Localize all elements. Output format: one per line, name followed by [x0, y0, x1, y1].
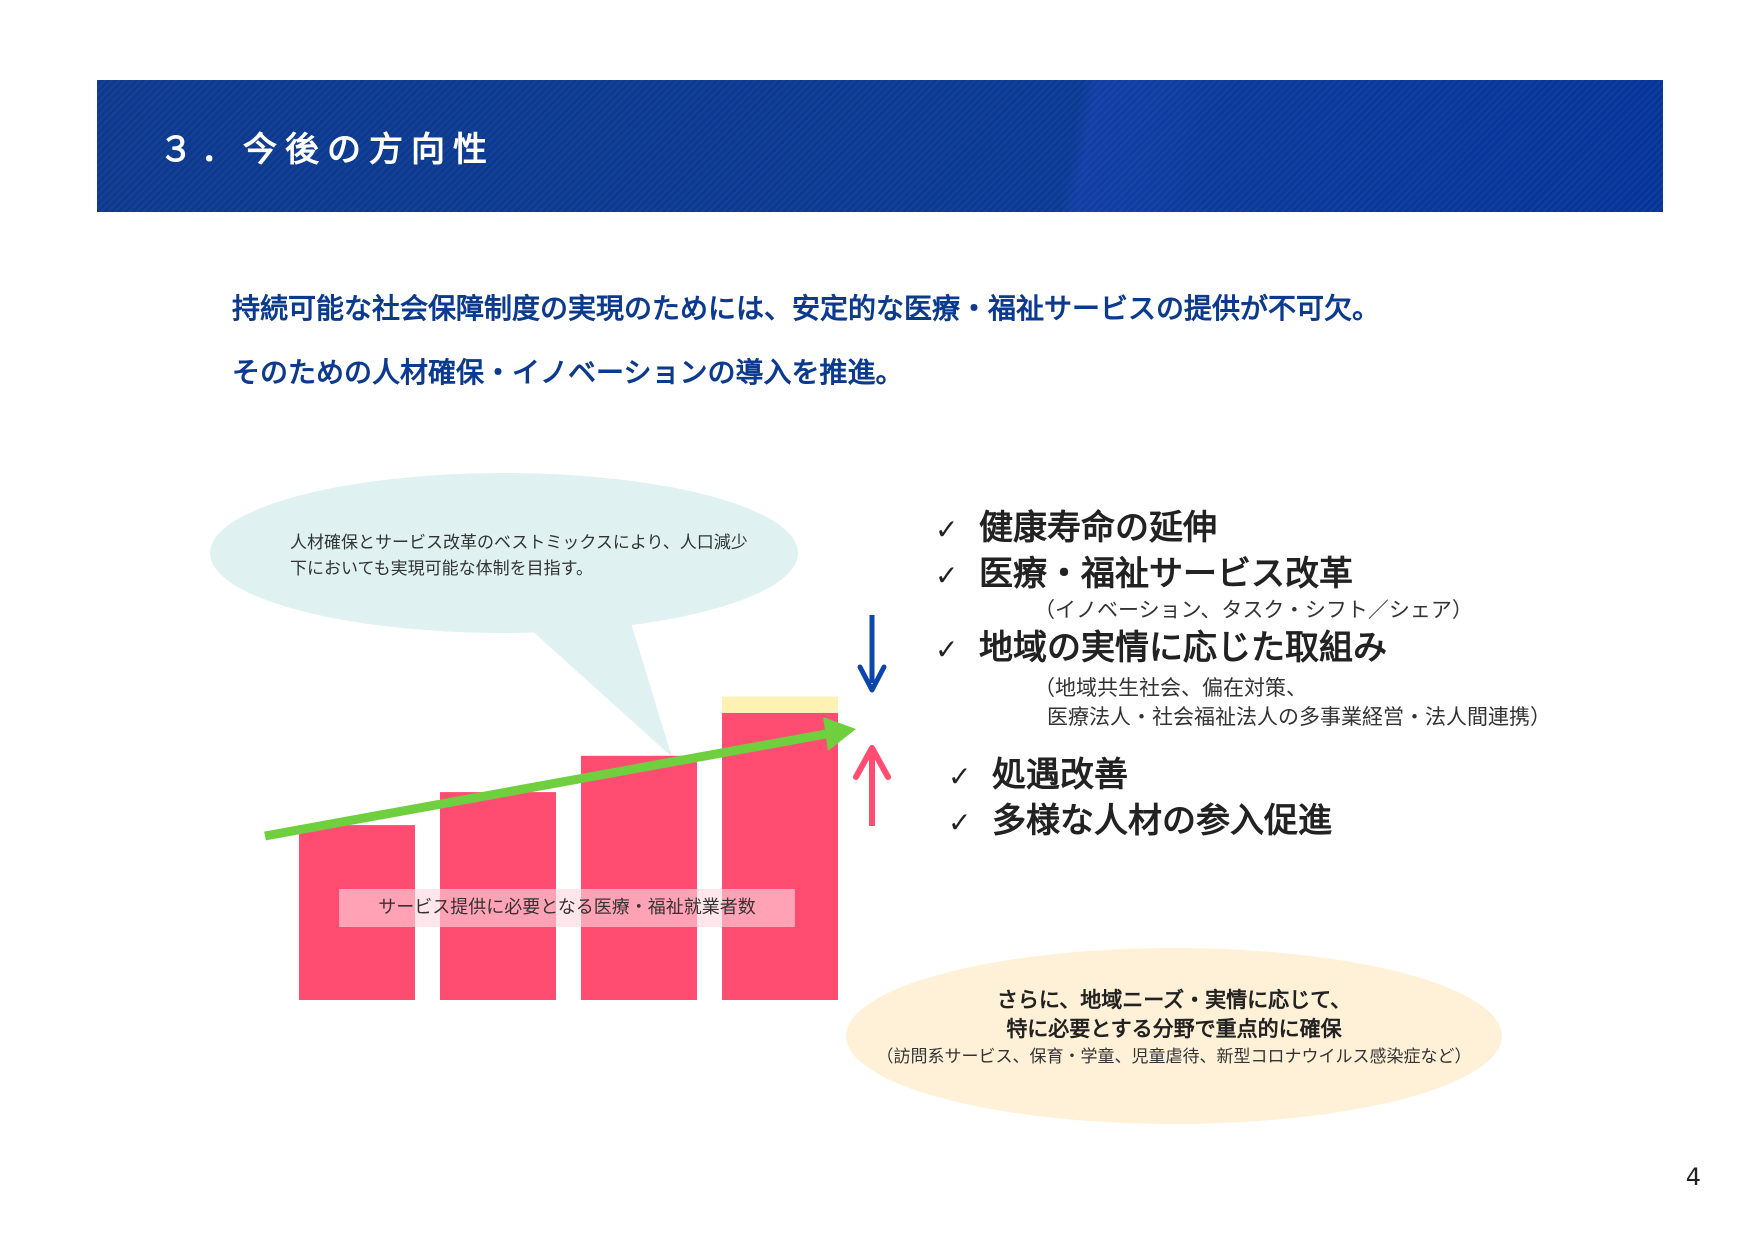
supply-side-measures: ✓ 処遇改善 ✓ 多様な人材の参入促進	[948, 753, 1332, 845]
measure-label: 地域の実情に応じた取組み	[979, 628, 1387, 668]
check-icon: ✓	[935, 559, 959, 592]
measure-item: ✓ 健康寿命の延伸	[935, 506, 1551, 552]
workforce-bar-gap-4	[722, 696, 838, 713]
page-number: 4	[1685, 1163, 1701, 1191]
section-header: ３．今後の方向性	[97, 80, 1663, 212]
measure-note: （イノベーション、タスク・シフト／シェア）	[1034, 598, 1473, 622]
check-icon: ✓	[948, 760, 972, 793]
priority-line-1: さらに、地域ニーズ・実情に応じて、	[996, 988, 1352, 1012]
measure-label: 健康寿命の延伸	[979, 508, 1217, 548]
section-title: ３．今後の方向性	[159, 130, 495, 170]
check-icon: ✓	[935, 513, 959, 546]
measure-item: ✓ 処遇改善	[948, 753, 1332, 799]
measure-item: ✓ 多様な人材の参入促進	[948, 799, 1332, 845]
priority-bubble-text: さらに、地域ニーズ・実情に応じて、 特に必要とする分野で重点的に確保 （訪問系サ…	[846, 986, 1502, 1070]
bar-chart-label: サービス提供に必要となる医療・福祉就業者数	[339, 889, 795, 927]
workforce-bar-3	[581, 755, 697, 1000]
measure-label: 処遇改善	[992, 755, 1128, 795]
demand-side-measures: ✓ 健康寿命の延伸 ✓ 医療・福祉サービス改革 （イノベーション、タスク・シフト／シ…	[935, 506, 1551, 732]
measure-label: 医療・福祉サービス改革	[979, 554, 1353, 594]
priority-note: （訪問系サービス、保育・学童、児童虐待、新型コロナウイルス感染症など）	[876, 1047, 1472, 1067]
priority-line-2: 特に必要とする分野で重点的に確保	[1006, 1017, 1342, 1041]
callout-text: 人材確保とサービス改革のベストミックスにより、人口減少下においても実現可能な体制…	[290, 533, 748, 579]
up-arrow-icon	[853, 745, 891, 826]
lead-statement-1: 持続可能な社会保障制度の実現のためには、安定的な医療・福祉サービスの提供が不可欠…	[232, 292, 1381, 325]
trend-arrow-icon	[264, 717, 856, 841]
down-arrow-icon	[857, 615, 887, 693]
measure-label: 多様な人材の参入促進	[992, 801, 1332, 841]
workforce-bar-4	[722, 712, 838, 1000]
check-icon: ✓	[935, 633, 959, 666]
measure-note-continued: 医療法人・社会福祉法人の多事業経営・法人間連携）	[1047, 705, 1551, 729]
measure-item: ✓ 地域の実情に応じた取組み （地域共生社会、偏在対策、 医療法人・社会福祉法人の…	[935, 626, 1551, 732]
lead-statement-2: そのための人材確保・イノベーションの導入を推進。	[232, 356, 904, 389]
check-icon: ✓	[948, 806, 972, 839]
callout-bubble	[210, 473, 798, 757]
priority-bubble	[846, 948, 1502, 1124]
measure-note: （地域共生社会、偏在対策、	[1034, 676, 1307, 700]
measure-item: ✓ 医療・福祉サービス改革 （イノベーション、タスク・シフト／シェア）	[935, 552, 1551, 625]
